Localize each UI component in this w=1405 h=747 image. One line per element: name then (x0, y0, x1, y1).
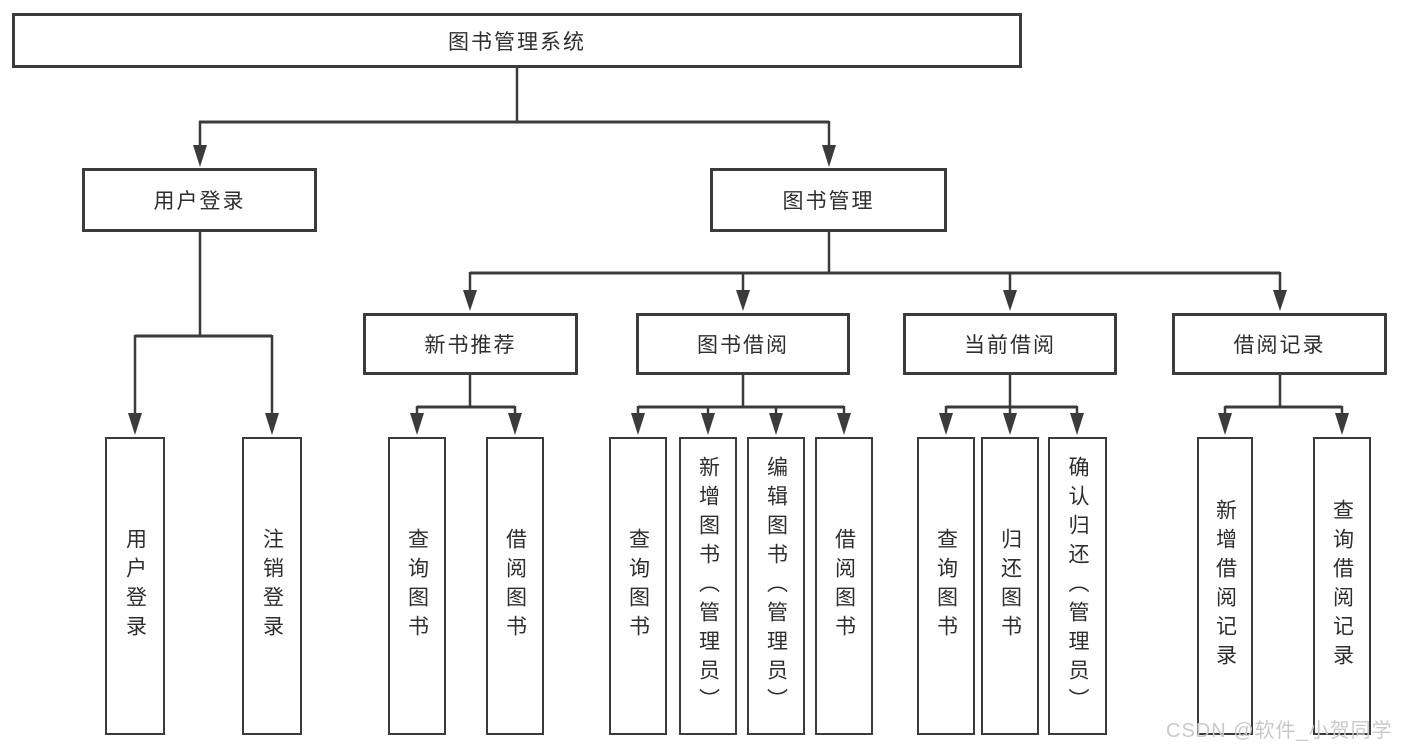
node-user-login: 用户登录 (82, 168, 317, 232)
node-book-management: 图书管理 (710, 168, 947, 232)
connector-current-borrow (939, 375, 1084, 435)
leaf-borrow-query-book: 查询图书 (609, 437, 667, 735)
connector-new-book-recommend (410, 375, 522, 435)
node-borrow-records: 借阅记录 (1172, 313, 1387, 375)
watermark: CSDN @软件_小贺同学 (1166, 720, 1393, 742)
leaf-newbook-query-book: 查询图书 (388, 437, 446, 735)
leaf-logout-login: 注销登录 (242, 437, 302, 735)
leaf-current-return-book: 归还图书 (981, 437, 1039, 735)
node-library-system: 图书管理系统 (12, 13, 1022, 68)
leaf-newbook-borrow-book: 借阅图书 (486, 437, 544, 735)
leaf-records-query-record: 查询借阅记录 (1313, 437, 1371, 735)
leaf-records-add-record: 新增借阅记录 (1197, 437, 1253, 735)
leaf-current-confirm-return-admin: 确认归还（管理员） (1048, 437, 1107, 735)
node-current-borrow: 当前借阅 (903, 313, 1117, 375)
leaf-borrow-add-book-admin: 新增图书（管理员） (679, 437, 737, 735)
node-book-borrow: 图书借阅 (636, 313, 850, 375)
leaf-borrow-borrow-book: 借阅图书 (815, 437, 873, 735)
connector-borrow-records (1218, 375, 1349, 435)
connector-book-borrow (631, 375, 851, 435)
node-new-book-recommend: 新书推荐 (363, 313, 578, 375)
leaf-current-query-book: 查询图书 (917, 437, 975, 735)
connector-user-login (128, 232, 279, 435)
leaf-borrow-edit-book-admin: 编辑图书（管理员） (747, 437, 805, 735)
connector-book-management (463, 232, 1287, 311)
leaf-user-login: 用户登录 (105, 437, 165, 735)
connector-root (193, 68, 836, 167)
